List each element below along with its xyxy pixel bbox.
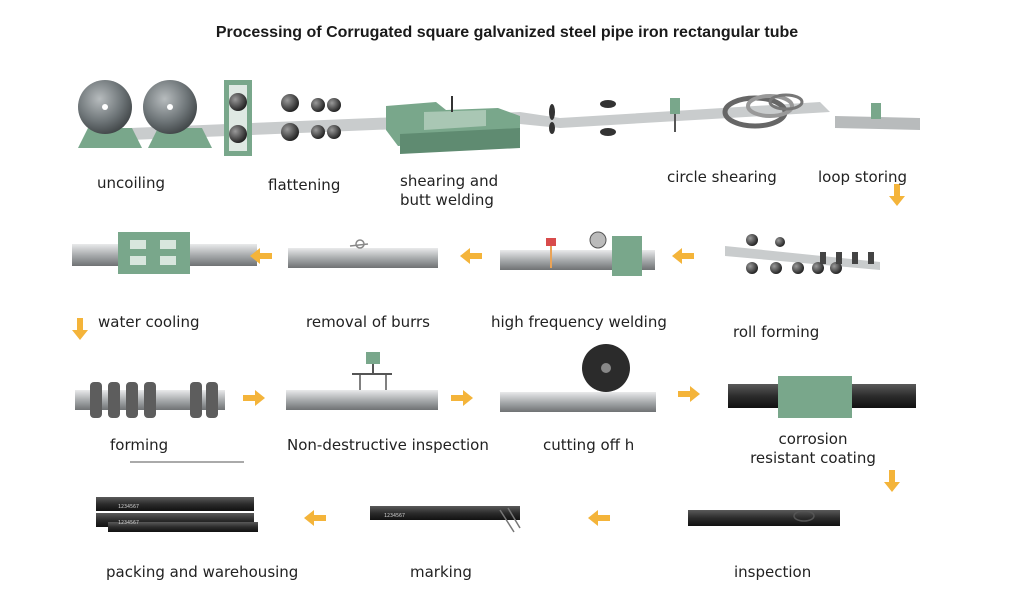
flow-arrows <box>72 184 905 526</box>
flow-arrow-left <box>672 248 694 264</box>
flow-arrow-down <box>72 318 88 340</box>
label-uncoiling: uncoiling <box>97 174 165 192</box>
label-roll-forming: roll forming <box>733 323 820 341</box>
label-circle-shearing: circle shearing <box>667 168 777 186</box>
flow-arrow-left <box>304 510 326 526</box>
flattening-rolls <box>224 80 341 156</box>
forming-pipe <box>75 382 225 418</box>
circle-shear-tools <box>549 98 680 136</box>
flow-arrow-left <box>460 248 482 264</box>
label-non-destructive-inspection: Non-destructive inspection <box>287 436 489 454</box>
coating-unit <box>728 376 916 418</box>
pipe-marking: 1234567 <box>118 520 139 526</box>
uncoiler-machine <box>78 80 212 148</box>
label-high-frequency-welding: high frequency welding <box>491 313 667 331</box>
inspection-pipe <box>688 510 840 526</box>
cutting-saw <box>500 344 656 412</box>
roll-forming-rolls <box>725 234 880 274</box>
marking-pipe: 1234567 <box>370 506 521 533</box>
loop-accumulator <box>722 93 881 129</box>
shearing-welding-machine <box>386 96 520 154</box>
label-flattening: flattening <box>268 176 341 194</box>
pipe-marking: 1234567 <box>118 504 139 510</box>
water-cooling-pipe <box>72 232 257 274</box>
hf-welding-unit <box>500 231 655 276</box>
label-removal-of-burrs: removal of burrs <box>306 313 430 331</box>
flow-arrow-down <box>884 470 900 492</box>
flow-arrow-right <box>678 386 700 402</box>
deburring-pipe <box>288 239 438 268</box>
flow-arrow-right <box>451 390 473 406</box>
pipe-marking: 1234567 <box>384 513 405 519</box>
label-water-cooling: water cooling <box>98 313 200 331</box>
label-cutting-off: cutting off h <box>543 436 635 454</box>
flow-arrow-left <box>588 510 610 526</box>
label-inspection: inspection <box>734 563 812 581</box>
flow-arrow-down <box>889 184 905 206</box>
label-marking: marking <box>410 563 472 581</box>
flow-arrow-left <box>250 248 272 264</box>
label-packing-and-warehousing: packing and warehousing <box>106 563 299 581</box>
packed-pipes: 1234567 1234567 <box>96 497 258 532</box>
label-corrosion-resistant-coating: corrosion resistant coating <box>750 430 876 467</box>
label-forming: forming <box>110 436 169 454</box>
label-loop-storing: loop storing <box>818 168 908 186</box>
label-shearing-butt-welding: shearing and butt welding <box>400 172 499 209</box>
diagram-title: Processing of Corrugated square galvaniz… <box>215 24 799 41</box>
ndt-pipe <box>286 352 438 410</box>
flow-arrow-right <box>243 390 265 406</box>
